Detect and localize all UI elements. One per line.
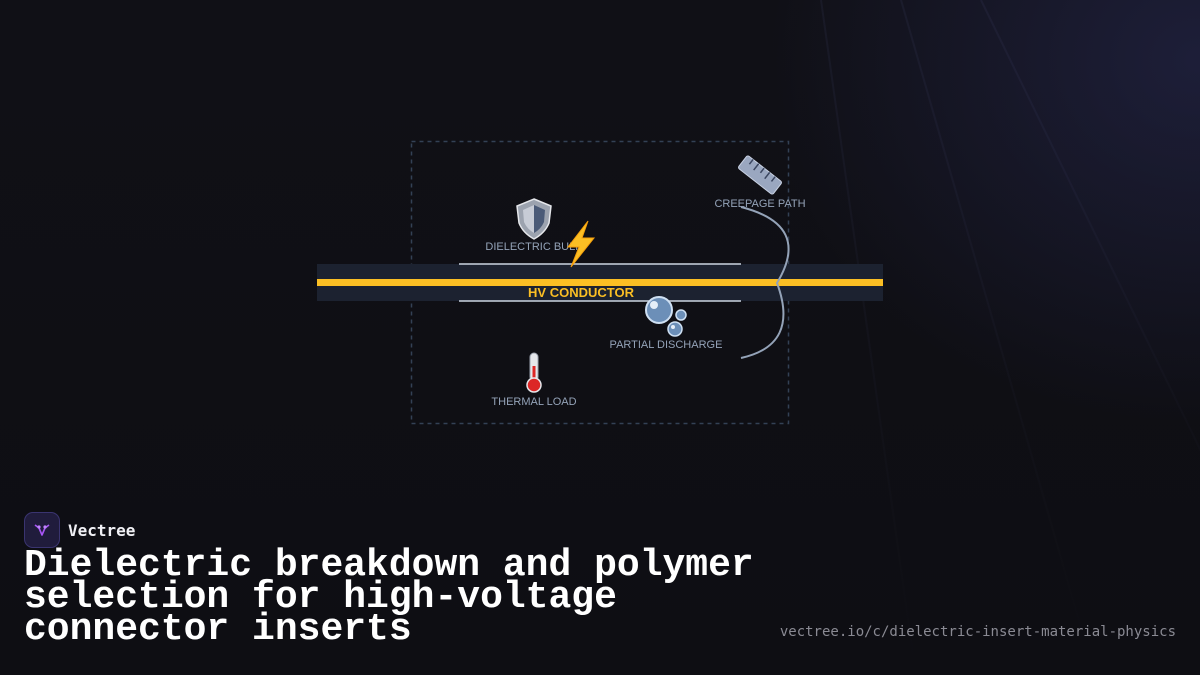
lightning-icon xyxy=(566,220,596,268)
bubbles-icon xyxy=(645,296,687,337)
vectree-logo-icon xyxy=(24,512,60,548)
thermal-label: THERMAL LOAD xyxy=(491,396,576,408)
creepage-arc xyxy=(740,206,790,359)
ruler-icon xyxy=(738,155,782,195)
shield-icon xyxy=(516,198,552,240)
partial-discharge-label: PARTIAL DISCHARGE xyxy=(610,339,723,351)
creepage-label: CREEPAGE PATH xyxy=(714,198,805,210)
conductor-label: HV CONDUCTOR xyxy=(528,285,635,300)
thermometer-icon xyxy=(526,352,542,393)
page-title: Dielectric breakdown and polymer selecti… xyxy=(24,544,754,651)
dielectric-label: DIELECTRIC BULK xyxy=(485,241,583,253)
brand-name: Vectree xyxy=(68,520,136,540)
hv-conductor xyxy=(317,279,883,286)
page-url[interactable]: vectree.io/c/dielectric-insert-material-… xyxy=(779,624,1176,640)
brand: Vectree xyxy=(24,512,135,548)
